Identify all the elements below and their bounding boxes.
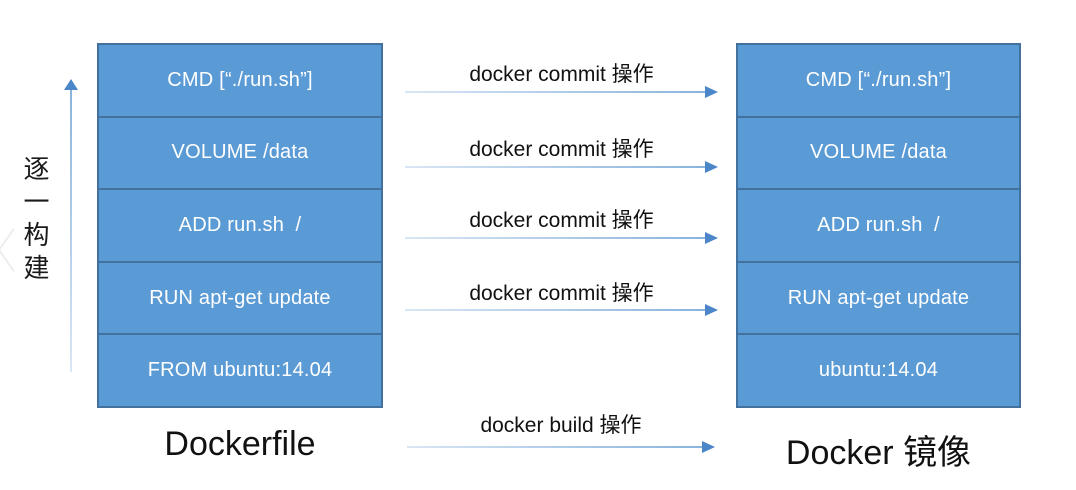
image-layer-add: ADD run.sh / <box>738 188 1019 261</box>
dockerfile-title: Dockerfile <box>164 425 316 463</box>
image-layer-label: ADD run.sh / <box>817 213 940 236</box>
dockerfile-row-label: FROM ubuntu:14.04 <box>147 359 333 382</box>
commit-arrow-icon <box>405 304 718 316</box>
build-arrow-icon <box>407 441 715 453</box>
dockerfile-row-label: ADD run.sh / <box>178 213 302 236</box>
dockerfile-row-from: FROM ubuntu:14.04 <box>99 333 381 406</box>
image-layer-label: ubuntu:14.04 <box>818 359 939 382</box>
dockerfile-stack: CMD [“./run.sh”] VOLUME /data ADD run.sh… <box>97 43 383 408</box>
dockerfile-row-run: RUN apt-get update <box>99 260 381 334</box>
image-layer-label: VOLUME /data <box>810 141 947 164</box>
commit-arrow-label: docker commit 操作 <box>469 209 654 232</box>
docker-image-title: Docker 镜像 <box>785 434 972 472</box>
docker-image-stack: CMD [“./run.sh”] VOLUME /data ADD run.sh… <box>736 43 1021 408</box>
commit-arrow-icon <box>405 86 718 98</box>
dockerfile-row-volume: VOLUME /data <box>99 115 381 189</box>
commit-arrow-icon <box>405 232 718 244</box>
dockerfile-row-add: ADD run.sh / <box>99 188 381 261</box>
build-order-up-arrow-icon <box>64 79 78 372</box>
image-layer-base: ubuntu:14.04 <box>738 333 1019 406</box>
commit-arrow-label: docker commit 操作 <box>469 138 654 161</box>
image-layer-label: CMD [“./run.sh”] <box>805 68 952 91</box>
build-arrow-label: docker build 操作 <box>480 414 642 437</box>
commit-arrow-icon <box>405 161 718 173</box>
dockerfile-row-label: CMD [“./run.sh”] <box>167 68 313 91</box>
commit-arrow-label: docker commit 操作 <box>469 63 654 86</box>
image-layer-label: RUN apt-get update <box>787 286 970 309</box>
image-layer-cmd: CMD [“./run.sh”] <box>738 45 1019 116</box>
image-layer-run: RUN apt-get update <box>738 260 1019 334</box>
commit-arrow-label: docker commit 操作 <box>469 282 654 305</box>
dockerfile-row-label: RUN apt-get update <box>149 286 331 309</box>
build-order-note: 逐一构建 <box>20 155 49 287</box>
dockerfile-row-cmd: CMD [“./run.sh”] <box>99 45 381 116</box>
dockerfile-row-label: VOLUME /data <box>171 141 309 164</box>
image-layer-volume: VOLUME /data <box>738 115 1019 189</box>
watermark-fragment <box>0 224 16 276</box>
